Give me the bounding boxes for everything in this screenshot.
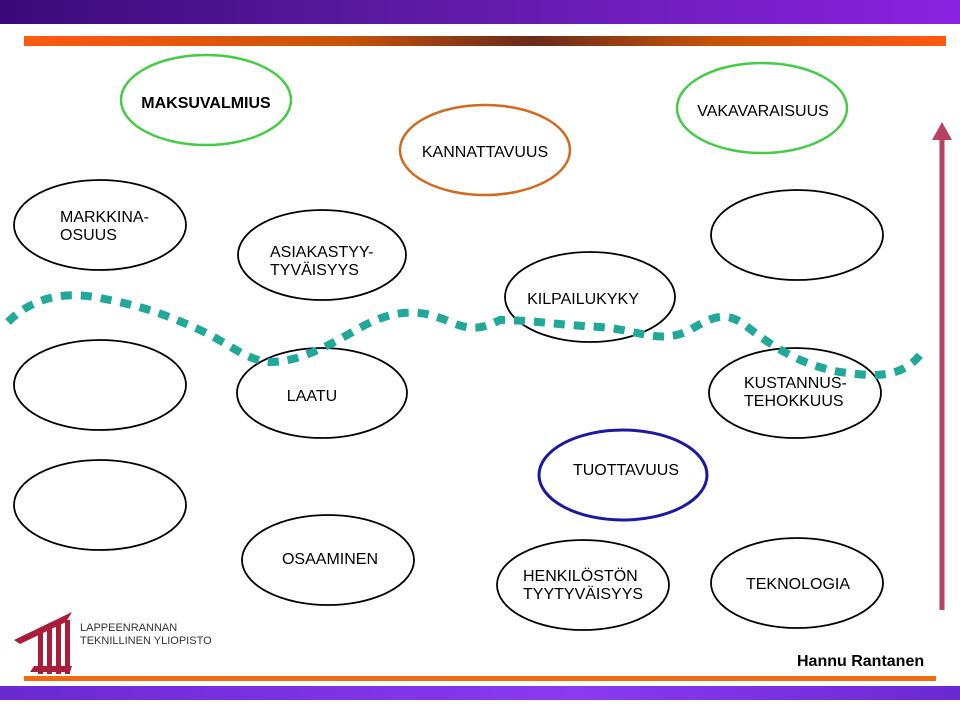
top-band xyxy=(0,0,960,24)
ellipse-vakavaraisuus xyxy=(675,61,849,155)
upward-arrow-head xyxy=(932,122,952,140)
ellipse-maksuvalmius xyxy=(119,53,293,147)
ellipse-osaaminen xyxy=(241,514,415,606)
accent-bar xyxy=(24,36,946,46)
ellipse-empty-right-top xyxy=(710,189,884,281)
ellipse-empty-left-mid xyxy=(13,339,187,431)
university-logo-icon xyxy=(14,612,72,674)
university-name-line2: TEKNILLINEN YLIOPISTO xyxy=(80,635,212,647)
ellipse-henkilostontyytyvaisyys xyxy=(496,539,670,631)
label-asiakastyytyvaisyys: ASIAKASTYY- TYVÄISYYS xyxy=(270,244,374,279)
label-tuottavuus: TUOTTAVUUS xyxy=(572,462,680,479)
label-maksuvalmius: MAKSUVALMIUS xyxy=(141,95,271,112)
label-osaaminen: OSAAMINEN xyxy=(281,551,378,568)
label-kilpailukyky: KILPAILUKYKY xyxy=(527,291,639,308)
label-laatu: LAATU xyxy=(286,388,338,405)
ellipse-markkinaosuus xyxy=(13,179,187,271)
university-name: LAPPEENRANNAN TEKNILLINEN YLIOPISTO xyxy=(80,622,212,648)
author-name: Hannu Rantanen xyxy=(797,653,925,670)
label-henkilostontyytyvaisyys: HENKILÖSTÖN TYYTYVÄISYYS xyxy=(523,568,644,603)
label-vakavaraisuus: VAKAVARAISUUS xyxy=(697,103,829,120)
university-name-line1: LAPPEENRANNAN xyxy=(80,622,178,634)
ellipse-asiakastyytyvaisyys xyxy=(237,209,407,301)
ellipse-laatu xyxy=(236,347,408,439)
dashed-wave-line xyxy=(5,291,924,379)
ellipse-kannattavuus xyxy=(398,103,572,197)
ellipse-kustannustehokkuus xyxy=(708,347,882,439)
label-teknologia: TEKNOLOGIA xyxy=(745,576,851,593)
label-markkinaosuus: MARKKINA- OSUUS xyxy=(60,209,149,244)
ellipse-teknologia xyxy=(710,537,884,629)
label-kustannustehokkuus: KUSTANNUS- TEHOKKUUS xyxy=(744,375,847,410)
label-kannattavuus: KANNATTAVUUS xyxy=(421,144,549,161)
ellipse-tuottavuus xyxy=(537,428,709,522)
ellipse-empty-left-low xyxy=(13,459,187,551)
bottom-accent-line xyxy=(24,676,936,681)
bottom-band xyxy=(0,686,960,700)
ellipse-kilpailukyky xyxy=(504,251,676,343)
